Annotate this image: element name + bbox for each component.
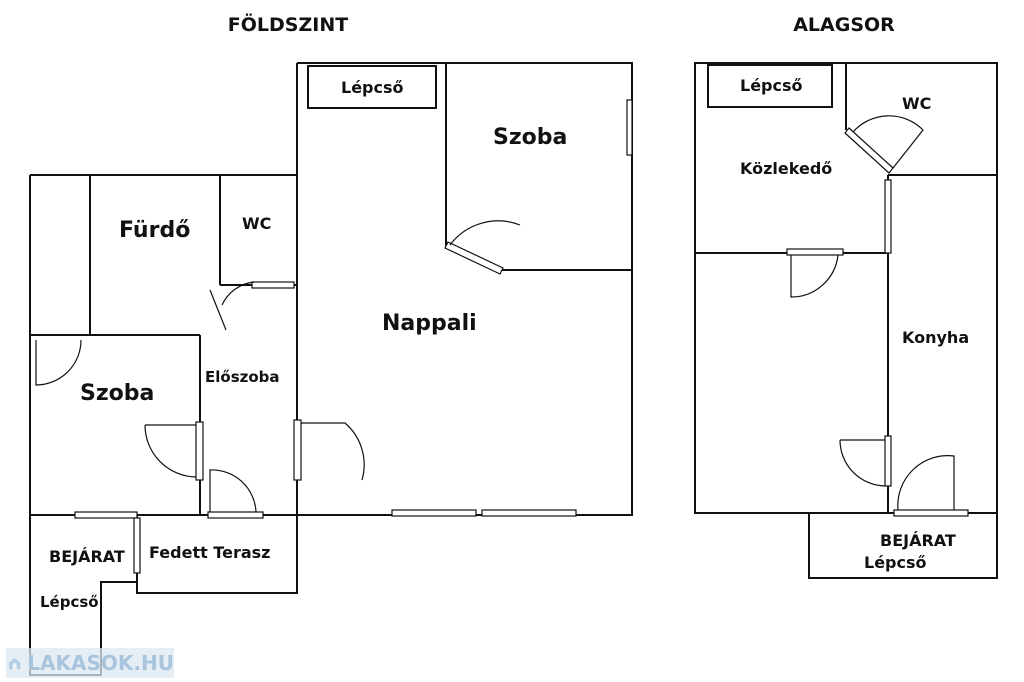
label-wc: WC bbox=[242, 214, 271, 233]
label-konyha: Konyha bbox=[902, 328, 969, 347]
label-furdo: Fürdő bbox=[119, 218, 190, 243]
ground-floor-doors bbox=[35, 99, 633, 574]
house-icon bbox=[9, 657, 21, 670]
basement-walls bbox=[694, 62, 998, 579]
label-lepcso-bottom: Lépcső bbox=[40, 593, 99, 611]
basement-doors bbox=[786, 115, 969, 517]
label-fedett-terasz: Fedett Terasz bbox=[149, 543, 270, 562]
label-eloszoba: Előszoba bbox=[205, 368, 280, 386]
watermark-logo: LAKASOK.HU bbox=[6, 648, 174, 678]
label-szoba-top: Szoba bbox=[493, 125, 567, 150]
ground-floor-title: FÖLDSZINT bbox=[228, 12, 348, 36]
label-basement-lepcso-entrance: Lépcső bbox=[864, 553, 927, 572]
watermark-text: LAKASOK.HU bbox=[27, 651, 174, 675]
label-lepcso-top: Lépcső bbox=[341, 78, 404, 97]
basement-title: ALAGSOR bbox=[793, 14, 895, 36]
label-szoba-left: Szoba bbox=[80, 381, 154, 406]
label-bejarat: BEJÁRAT bbox=[49, 547, 125, 566]
ground-floor-walls bbox=[29, 62, 633, 676]
label-basement-bejarat: BEJÁRAT bbox=[880, 531, 956, 550]
label-kozlekedo: Közlekedő bbox=[740, 159, 832, 178]
label-basement-wc: WC bbox=[902, 94, 931, 113]
label-nappali: Nappali bbox=[382, 311, 477, 336]
label-basement-lepcso: Lépcső bbox=[740, 76, 803, 95]
